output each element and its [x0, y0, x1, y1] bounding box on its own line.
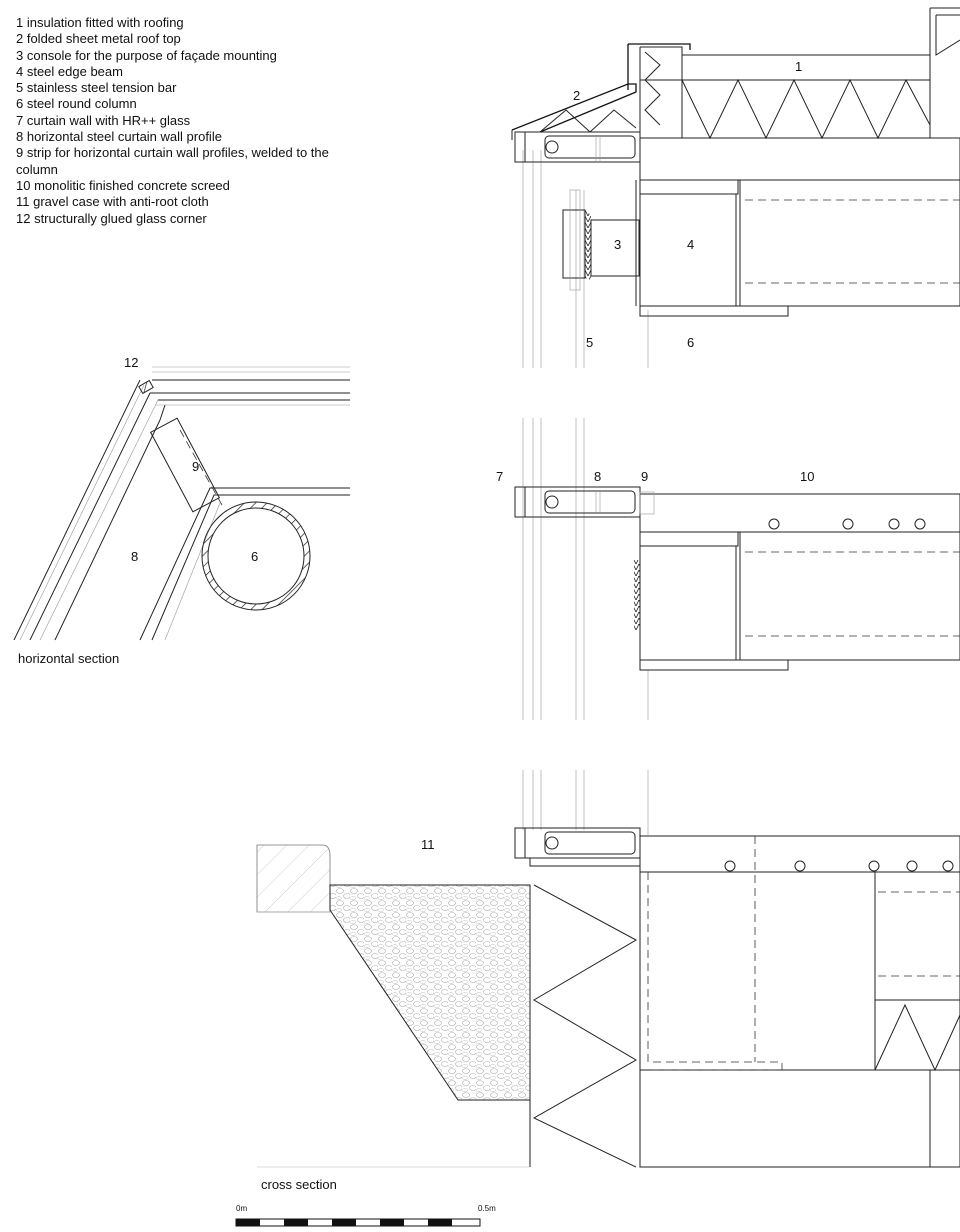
callout-8-horizontal: 8: [131, 549, 139, 564]
floor-detail-drawing: [514, 418, 960, 720]
legend-item: 12 structurally glued glass corner: [16, 210, 207, 226]
callout-6: 6: [687, 335, 695, 350]
legend-item: 8 horizontal steel curtain wall profile: [16, 129, 222, 145]
scale-bar: [235, 1218, 481, 1227]
legend-item: 7 curtain wall with HR++ glass: [16, 112, 191, 128]
callout-5: 5: [586, 335, 594, 350]
callout-6-horizontal: 6: [251, 549, 259, 564]
callout-11: 11: [421, 837, 435, 852]
horizontal-section-title: horizontal section: [18, 651, 120, 666]
legend-item: 11 gravel case with anti-root cloth: [16, 194, 209, 210]
legend-item: 1 insulation fitted with roofing: [16, 15, 184, 30]
legend-item: 4 steel edge beam: [16, 63, 123, 79]
callout-10: 10: [800, 469, 815, 484]
callout-9: 9: [641, 469, 649, 484]
cross-section-title: cross section: [261, 1177, 337, 1192]
legend-item: 3 console for the purpose of façade moun…: [16, 47, 277, 63]
legend-item: 6 steel round column: [16, 96, 137, 112]
callout-8: 8: [594, 469, 602, 484]
legend-item: 10 monolitic finished concrete screed: [16, 177, 230, 193]
cross-section-drawing: [256, 770, 960, 1168]
roof-detail-drawing: [511, 7, 960, 368]
callout-12: 12: [124, 355, 139, 370]
callout-1: 1: [795, 59, 803, 74]
callout-3: 3: [614, 237, 622, 252]
callout-2: 2: [573, 88, 581, 103]
legend-item: 9 strip for horizontal curtain wall prof…: [16, 145, 329, 177]
callout-4: 4: [687, 237, 695, 252]
callout-7: 7: [496, 469, 504, 484]
legend-item: 5 stainless steel tension bar: [16, 80, 177, 96]
horizontal-section-drawing: [13, 366, 350, 641]
scale-end-label: 0.5m: [478, 1204, 496, 1213]
legend-item: 2 folded sheet metal roof top: [16, 31, 181, 47]
callout-9-horizontal: 9: [192, 459, 200, 474]
scale-start-label: 0m: [236, 1204, 248, 1213]
